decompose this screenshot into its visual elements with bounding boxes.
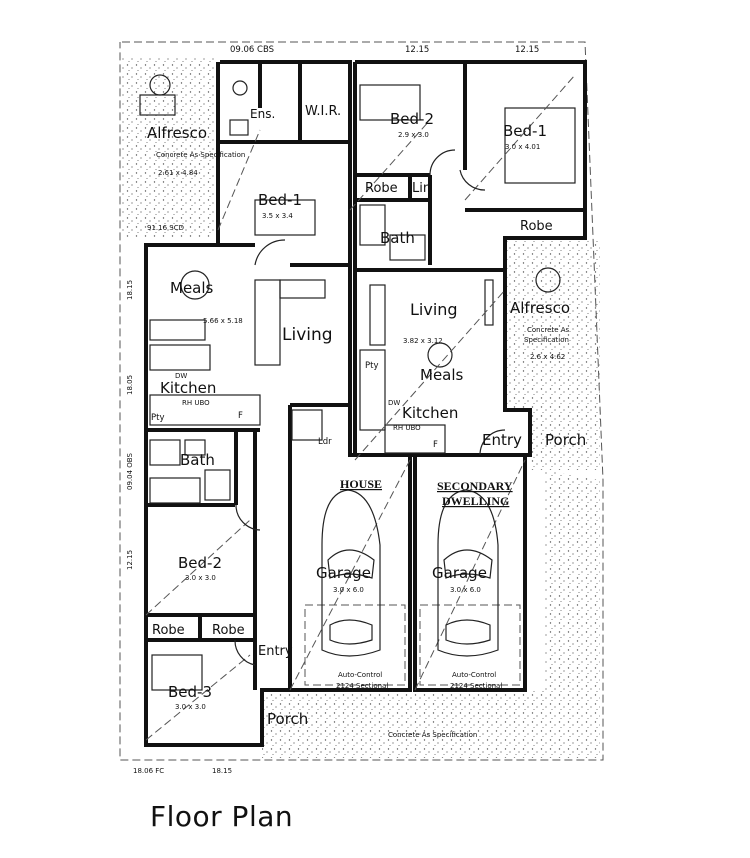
dwelling-bath-label: Bath xyxy=(380,229,415,247)
secondary-heading-2: DWELLING xyxy=(442,494,509,508)
dwelling-living-size: 3.82 x 3.12 xyxy=(403,337,443,345)
house-bed2-size: 3.0 x 3.0 xyxy=(185,574,216,582)
dwelling-bed2-label: Bed-2 xyxy=(390,110,434,128)
side-dim-4: 12.15 xyxy=(126,550,134,570)
dwelling-porch-label: Porch xyxy=(545,431,586,449)
house-bed1-label: Bed-1 xyxy=(258,191,302,209)
secondary-heading-1: SECONDARY xyxy=(437,479,513,493)
dwelling-rh-ubo: RH UBO xyxy=(393,424,421,432)
dwelling-autocontrol: Auto-Control xyxy=(452,671,496,679)
alfresco-left-label: Alfresco xyxy=(147,124,207,142)
house-autocontrol: Auto-Control xyxy=(338,671,382,679)
dwelling-robe-c-label: Robe xyxy=(365,181,398,196)
dwelling-pty-label: Pty xyxy=(365,361,379,371)
dwelling-kitchen-label: Kitchen xyxy=(402,404,458,422)
dwelling-dw-label: DW xyxy=(388,399,400,407)
house-bed3-label: Bed-3 xyxy=(168,683,212,701)
house-ldr-label: Ldr xyxy=(318,437,332,447)
scd-label: 91.16 SCD xyxy=(147,224,184,232)
dwelling-bed1-label: Bed-1 xyxy=(503,122,547,140)
car-icon-house xyxy=(321,489,381,657)
house-fridge-label: F xyxy=(238,411,243,421)
house-living-label: Living xyxy=(282,325,333,345)
dwelling-lin-label: Lin xyxy=(412,181,431,196)
alfresco-right-size: 2.6 x 4.62 xyxy=(530,353,565,361)
alfresco-right-note-2: Specification xyxy=(524,336,569,344)
ens-label: Ens. xyxy=(250,107,275,121)
floor-plan-title: Floor Plan xyxy=(150,800,294,833)
site-boundary xyxy=(119,41,604,761)
side-dim-3: 09.04 OBS xyxy=(126,453,134,490)
porch-right-slab xyxy=(530,410,600,470)
alfresco-left-note: Concrete As Specification xyxy=(156,151,245,159)
house-garage-label: Garage xyxy=(316,564,371,582)
dim-bottom-mid: 18.15 xyxy=(212,767,232,775)
car-icon-dwelling xyxy=(437,489,499,657)
house-kitchen-label: Kitchen xyxy=(160,379,216,397)
side-dim-1: 18.15 xyxy=(126,280,134,300)
dwelling-living-label: Living xyxy=(410,300,458,319)
alfresco-right-label: Alfresco xyxy=(510,299,570,317)
house-bed1-size: 3.5 x 3.4 xyxy=(262,212,293,220)
alfresco-right-slab xyxy=(506,240,600,410)
dwelling-entry-label: Entry xyxy=(482,431,522,449)
house-bed2-label: Bed-2 xyxy=(178,554,222,572)
dim-bottom-left: 18.06 FC xyxy=(133,767,164,775)
dwelling-bed1-size: 3.0 x 4.01 xyxy=(505,143,540,151)
house-bath-label: Bath xyxy=(180,451,215,469)
front-concrete-label: Concrete As Specification xyxy=(388,731,477,739)
dwelling-fridge-label: F xyxy=(433,440,438,450)
dim-top-mid: 12.15 xyxy=(405,45,429,55)
dim-top-left: 09.06 CBS xyxy=(230,45,274,55)
house-heading: HOUSE xyxy=(340,477,382,491)
wir-label: W.I.R. xyxy=(305,104,341,119)
house-rh-ubo: RH UBO xyxy=(182,399,210,407)
house-porch-label: Porch xyxy=(267,710,308,728)
house-sectional: 2124 Sectional xyxy=(336,682,388,690)
house-robe-a-label: Robe xyxy=(152,623,185,638)
house-meals-size: 5.66 x 5.18 xyxy=(203,317,243,325)
dwelling-robe-d-label: Robe xyxy=(520,219,553,234)
house-pty-label: Pty xyxy=(151,413,165,423)
dwelling-garage-size: 3.0 x 6.0 xyxy=(450,586,481,594)
house-bed3-size: 3.0 x 3.0 xyxy=(175,703,206,711)
dim-top-right: 12.15 xyxy=(515,45,539,55)
side-dim-2: 18.05 xyxy=(126,375,134,395)
house-robe-b-label: Robe xyxy=(212,623,245,638)
house-dw-label: DW xyxy=(175,372,187,380)
house-entry-label: Entry xyxy=(258,644,293,659)
front-concrete-slab xyxy=(320,470,600,758)
house-meals-label: Meals xyxy=(170,279,214,297)
dwelling-bed2-size: 2.9 x 3.0 xyxy=(398,131,429,139)
dwelling-sectional: 2124 Sectional xyxy=(450,682,502,690)
porch-left-slab xyxy=(262,690,322,758)
dwelling-meals-label: Meals xyxy=(420,366,464,384)
house-garage-size: 3.0 x 6.0 xyxy=(333,586,364,594)
alfresco-left-size: 2.61 x 4.84 xyxy=(158,169,198,177)
dwelling-garage-label: Garage xyxy=(432,564,487,582)
alfresco-right-note-1: Concrete As xyxy=(527,326,570,334)
